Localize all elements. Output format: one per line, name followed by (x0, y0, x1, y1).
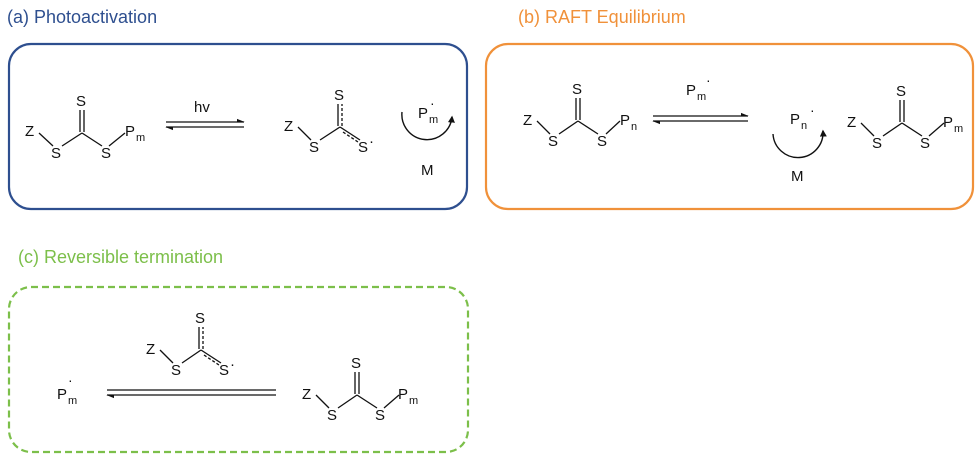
panel-b-arrow-dot: · (706, 72, 711, 88)
panel-a-frame (7, 42, 469, 211)
panel-b-left-z: Z (523, 112, 532, 129)
panel-c-arrow-s2: S (219, 362, 229, 379)
panel-b-right-s2: S (920, 135, 930, 152)
panel-c-radical-p: P (57, 386, 67, 403)
panel-b-cycle-labels: P n · M (790, 102, 815, 185)
panel-a-intermediate-s1: S (309, 139, 319, 156)
panel-b-cycle-monomer: M (791, 168, 804, 185)
panel-a-cycle-arc (401, 111, 455, 141)
panel-b-arrow-p: P (686, 82, 696, 99)
panel-a-agent-p-sub: m (136, 132, 145, 144)
panel-b-cycle-p-sub: n (801, 120, 807, 132)
panel-c-product-p-sub: m (409, 395, 418, 407)
panel-b-left-p: P (620, 112, 630, 129)
panel-a-arrow-label: hv (194, 99, 210, 116)
panel-a-intermediate-s-top: S (334, 87, 344, 104)
panel-b-raft-agent-right-labels: Z S S S P m (847, 83, 963, 152)
panel-c-radical-p-sub: m (68, 395, 77, 407)
panel-b-left-p-sub: n (631, 121, 637, 133)
panel-c-radical-dot: · (68, 372, 73, 388)
panel-c-product-p: P (398, 386, 408, 403)
panel-a-cycle-labels: P m · M (418, 95, 438, 179)
panel-a-title: (a) Photoactivation (7, 7, 158, 27)
panel-b-left-s-top: S (572, 81, 582, 98)
panel-c-product-labels: Z S S S P m (302, 355, 418, 424)
panel-a-equilibrium-arrow (165, 118, 245, 131)
panel-b-raft-agent-left (536, 98, 621, 135)
panel-a-raft-agent-labels: Z S S S P m (25, 93, 145, 162)
panel-b-right-p-sub: m (954, 123, 963, 135)
panel-b-raft-agent-left-labels: Z S S S P n (523, 81, 637, 150)
panel-b-cycle-arc (772, 129, 827, 159)
panel-a-intermediate-s2: S (358, 139, 368, 156)
panel-b-raft-agent-right (860, 100, 945, 137)
panel-a-intermediate-dot: · (369, 133, 374, 150)
panel-b-left-s1: S (548, 133, 558, 150)
panel-c-radical: P m · (57, 372, 77, 407)
panel-c-arrow-structure (159, 327, 222, 366)
panel-c-arrow-s-top: S (195, 310, 205, 327)
panel-b-right-s1: S (872, 135, 882, 152)
panel-b-right-z: Z (847, 114, 856, 131)
panel-b-right-p: P (943, 114, 953, 131)
panel-c-product (315, 372, 400, 409)
panel-b-cycle-p: P (790, 111, 800, 128)
panel-a-agent-s2: S (101, 145, 111, 162)
panel-a-intermediate (297, 104, 361, 143)
panel-a-cycle-p-sub: m (429, 114, 438, 126)
panel-c-product-s-top: S (351, 355, 361, 372)
panel-a-agent-s1: S (51, 145, 61, 162)
panel-c-title: (c) Reversible termination (18, 247, 224, 267)
panel-a-cycle-monomer: M (421, 162, 434, 179)
panel-c-product-z: Z (302, 386, 311, 403)
panel-b-arrow-p-sub: m (697, 91, 706, 103)
panel-c-arrow-structure-labels: Z S S S · (146, 310, 235, 379)
panel-b-title: (b) RAFT Equilibrium (518, 7, 686, 27)
panel-b-frame (484, 42, 975, 211)
panel-c-arrow-s1: S (171, 362, 181, 379)
panel-a-agent-s-top: S (76, 93, 86, 110)
panel-c-product-s1: S (327, 407, 337, 424)
panel-c-arrow-dot: · (230, 356, 235, 373)
panel-a-agent-p: P (125, 123, 135, 140)
panel-a-raft-agent (38, 110, 126, 147)
panel-c-arrow-z: Z (146, 341, 155, 358)
panel-a-agent-z: Z (25, 123, 34, 140)
panel-c-frame (7, 285, 470, 454)
panel-b-equilibrium-arrow (652, 112, 749, 125)
panel-c-equilibrium-arrow (106, 389, 276, 399)
panel-b-left-s2: S (597, 133, 607, 150)
panel-a-intermediate-z: Z (284, 118, 293, 135)
panel-a-intermediate-labels: Z S S S · (284, 87, 374, 156)
panel-a-cycle-p: P (418, 105, 428, 122)
panel-a-cycle-dot: · (430, 95, 435, 111)
panel-b-cycle-dot: · (810, 102, 815, 118)
panel-b-arrow-label: P m · (686, 72, 711, 103)
panel-b-right-s-top: S (896, 83, 906, 100)
panel-c-product-s2: S (375, 407, 385, 424)
